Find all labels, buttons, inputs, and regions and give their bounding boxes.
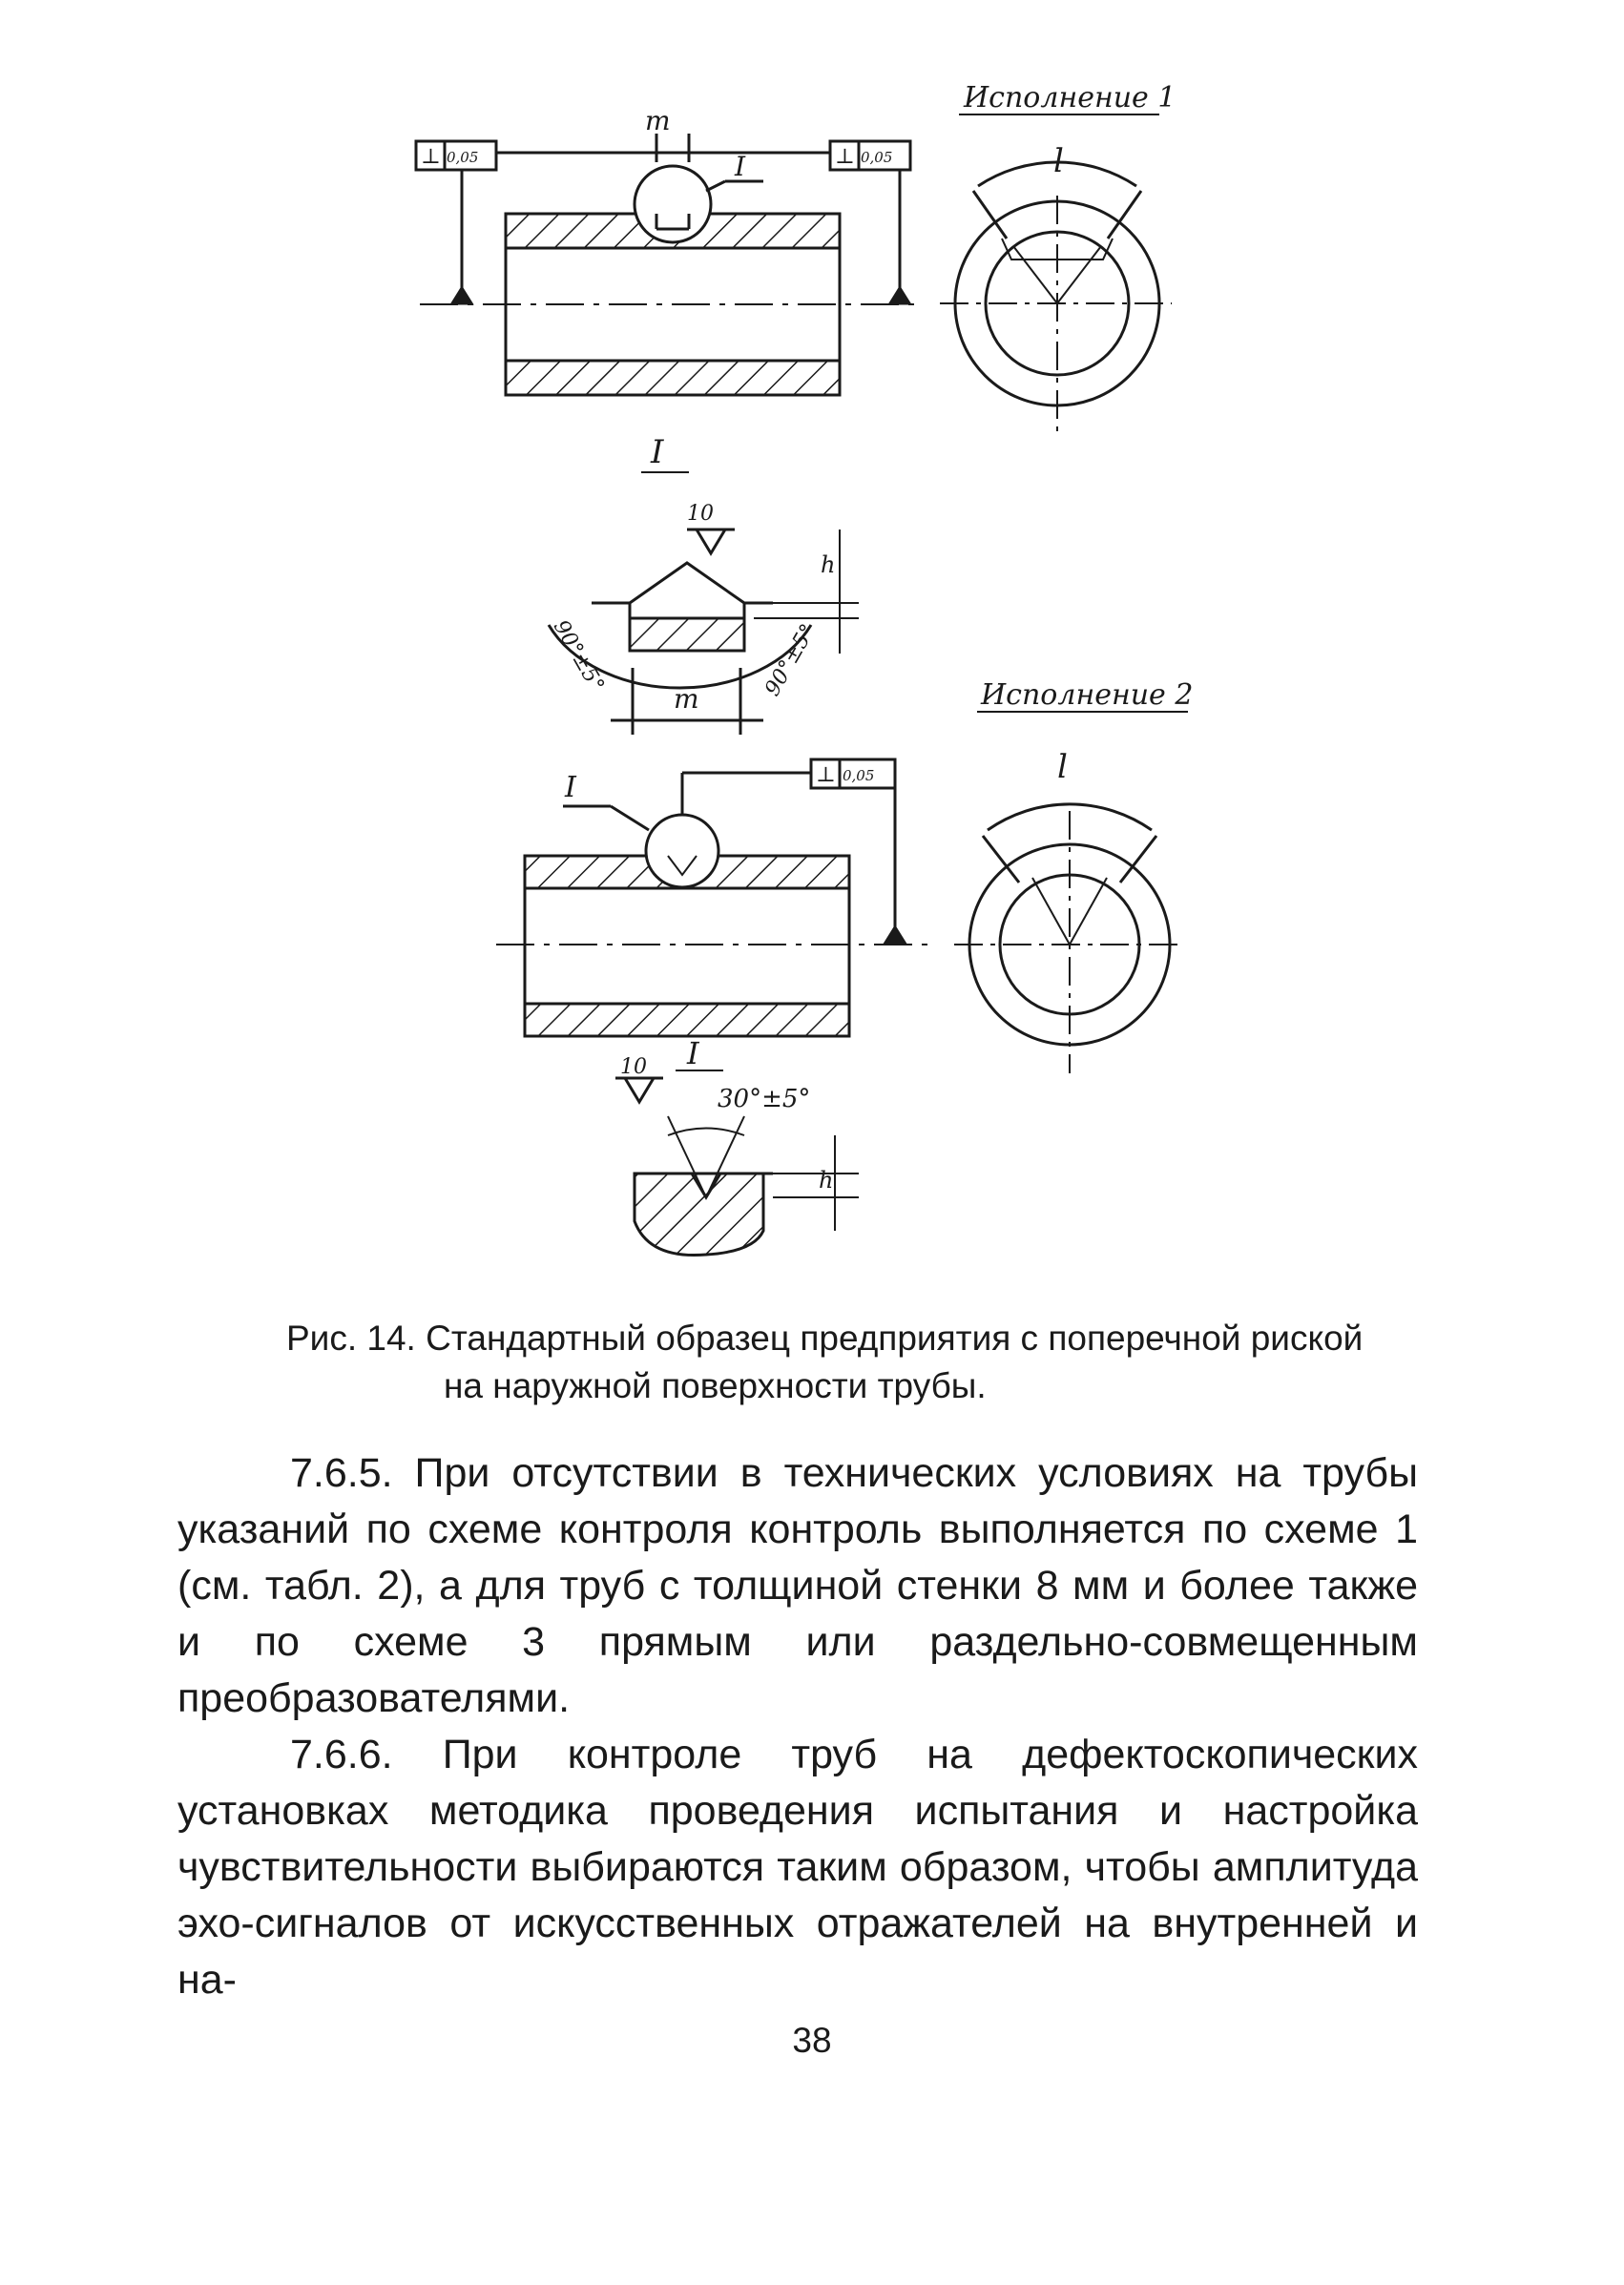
body-text: 7.6.5. При отсутствии в технических усло…: [177, 1445, 1418, 2008]
v2-dim-l: l: [1057, 748, 1068, 786]
variant1-end-view: [940, 160, 1172, 434]
v1-tol-right-symbol: ⊥: [835, 145, 855, 169]
variant1-side-view: [414, 134, 921, 397]
v2-detail-mark: I: [564, 771, 577, 804]
variant2-end-view: [954, 802, 1183, 1073]
paragraph-7-6-5: 7.6.5. При отсутствии в технических усло…: [177, 1450, 1418, 1721]
v1-detail-mark: I: [734, 151, 746, 182]
detail1-angle-right: 90°±5°: [760, 620, 821, 700]
v1-tol-right-value: 0,05: [861, 149, 892, 166]
detail1-dim-h: h: [821, 551, 835, 578]
v1-dim-m: m: [645, 105, 671, 136]
page-number: 38: [792, 2021, 832, 2060]
figure-caption: Рис. 14. Стандартный образец предприятия…: [286, 1315, 1431, 1410]
detail2-roughness: 10: [620, 1055, 647, 1079]
detail2-mark: I: [686, 1035, 700, 1071]
detail1-angle-left: 90°±5°: [549, 616, 609, 696]
detail2-angle: 30°±5°: [718, 1085, 810, 1113]
drawing-canvas: ⊥ 0,05 ⊥ 0,05 m I Исполнение 1 l: [414, 81, 1193, 1257]
variant1-label: Исполнение 1: [963, 81, 1176, 114]
caption-line-2: на наружной поверхности трубы.: [444, 1366, 987, 1405]
v1-tol-left-value: 0,05: [447, 149, 478, 166]
technical-drawing: ⊥ 0,05 ⊥ 0,05 m I Исполнение 1 l: [414, 81, 1193, 1257]
v2-tol-value: 0,05: [843, 767, 874, 784]
detail2-section: [615, 1076, 859, 1257]
v2-tol-symbol: ⊥: [816, 763, 836, 787]
v1-tol-left-symbol: ⊥: [421, 145, 441, 169]
detail1-dim-m: m: [674, 683, 699, 715]
detail1-mark: I: [650, 433, 664, 471]
detail2-dim-h: h: [819, 1167, 833, 1194]
caption-line-1: Рис. 14. Стандартный образец предприятия…: [286, 1319, 1364, 1358]
variant2-label: Исполнение 2: [980, 678, 1193, 712]
variant2-side-view: [496, 758, 930, 1038]
detail1-roughness: 10: [687, 502, 714, 526]
paragraph-7-6-6: 7.6.6. При контроле труб на дефектоскопи…: [177, 1732, 1418, 2003]
detail1-section: [547, 528, 859, 735]
